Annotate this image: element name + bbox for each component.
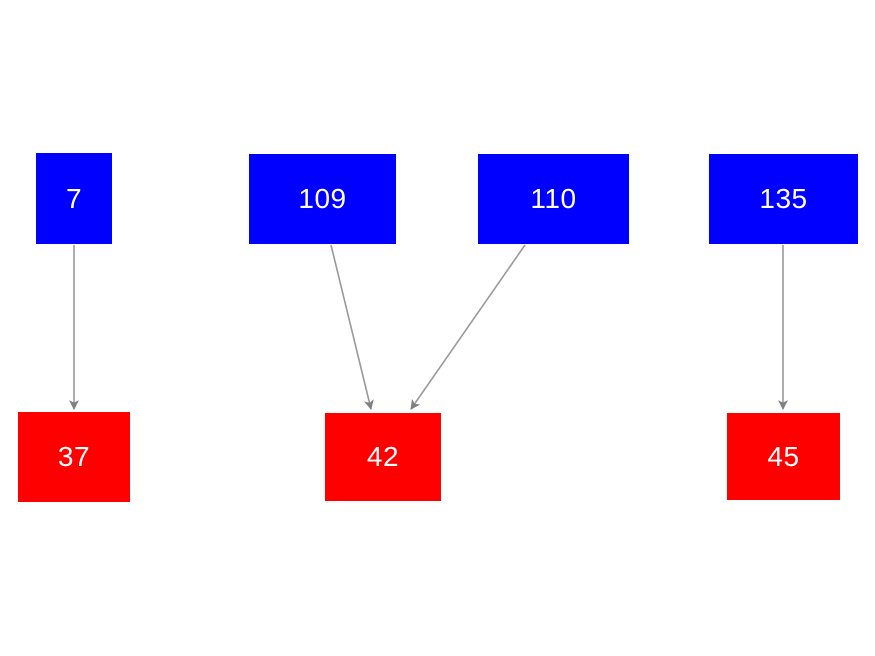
node-109[interactable]: 109 — [249, 154, 396, 244]
node-label: 7 — [65, 182, 83, 214]
node-label: 45 — [767, 440, 800, 472]
node-label: 37 — [57, 441, 91, 472]
node-45[interactable]: 45 — [727, 413, 840, 500]
node-37[interactable]: 37 — [18, 412, 130, 502]
edge-110-to-42 — [410, 244, 526, 410]
node-110[interactable]: 110 — [478, 154, 629, 244]
node-135[interactable]: 135 — [709, 154, 858, 244]
edge-109-to-42 — [330, 244, 374, 410]
node-label: 110 — [530, 183, 577, 214]
edges-group — [69, 244, 788, 410]
node-label: 109 — [298, 183, 347, 214]
node-label: 135 — [759, 183, 808, 214]
node-label: 42 — [366, 441, 400, 472]
node-42[interactable]: 42 — [325, 413, 441, 501]
node-7[interactable]: 7 — [36, 153, 112, 244]
